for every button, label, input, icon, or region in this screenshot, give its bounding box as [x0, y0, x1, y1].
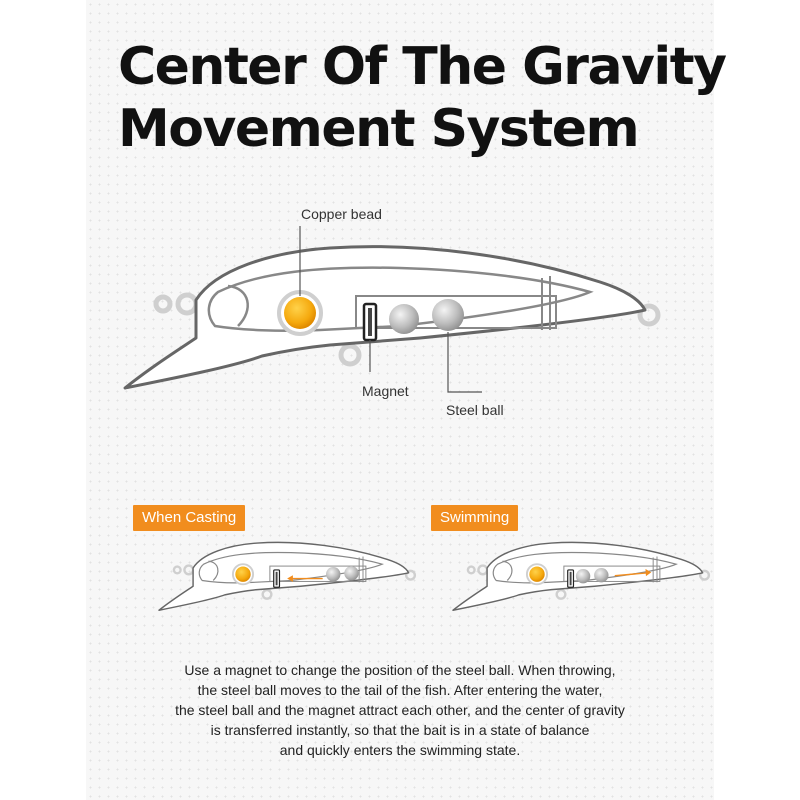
casting-lure-outline	[157, 541, 417, 612]
description-text: Use a magnet to change the position of t…	[140, 660, 660, 760]
steel-ball-label: Steel ball	[446, 402, 504, 418]
page-title-line-2: Movement System	[118, 99, 640, 159]
swimming-lure-diagram	[451, 541, 711, 612]
swimming-arrow-icon	[614, 568, 652, 577]
description-line-3: the steel ball and the magnet attract ea…	[175, 702, 625, 718]
description-line-4: is transferred instantly, so that the ba…	[210, 722, 590, 738]
casting-steel-ball-1	[326, 567, 341, 582]
dotted-background-panel	[86, 0, 714, 800]
description-line-2: the steel ball moves to the tail of the …	[197, 682, 603, 698]
magnet-label: Magnet	[362, 383, 409, 399]
steel-ball-leader	[447, 332, 482, 393]
description-line-5: and quickly enters the swimming state.	[279, 742, 521, 758]
swimming-badge: Swimming	[431, 505, 519, 531]
casting-copper-bead	[235, 566, 251, 582]
when-casting-badge: When Casting	[133, 505, 246, 531]
casting-steel-ball-2	[344, 566, 359, 581]
description-line-1: Use a magnet to change the position of t…	[184, 662, 616, 678]
swimming-copper-bead	[529, 566, 545, 582]
casting-lure-diagram	[157, 541, 417, 612]
page-title: Center Of The Gravity Movement System	[118, 36, 727, 160]
steel-ball-1	[389, 304, 419, 334]
copper-bead-label: Copper bead	[301, 206, 382, 222]
casting-arrow-icon	[287, 575, 323, 582]
page-title-line-1: Center Of The Gravity	[118, 37, 727, 97]
main-lure-diagram	[125, 226, 658, 393]
steel-ball-2	[432, 299, 464, 331]
swimming-steel-ball-2	[594, 568, 609, 583]
copper-bead	[284, 297, 316, 329]
swimming-steel-ball-1	[575, 568, 591, 584]
